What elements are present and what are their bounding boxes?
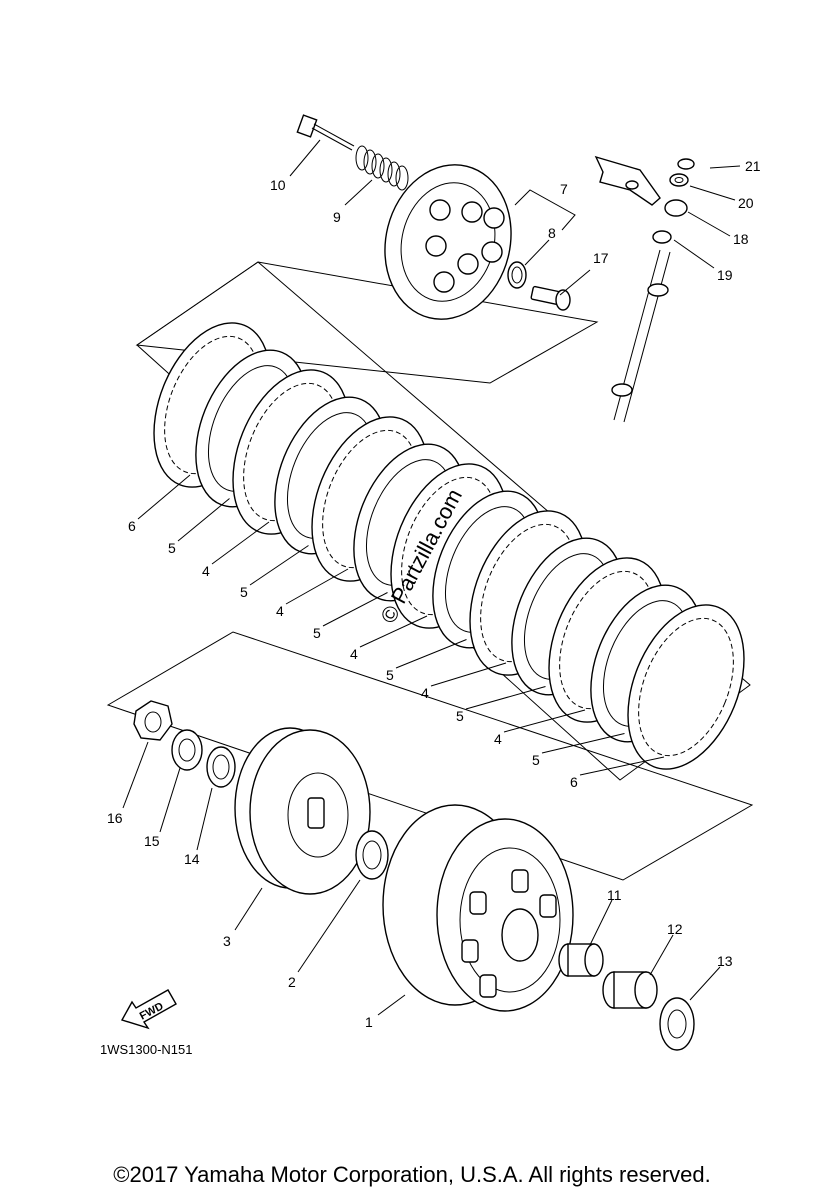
callout-11: 11 xyxy=(607,887,622,903)
callout-7: 7 xyxy=(560,181,568,197)
callout-14: 14 xyxy=(184,851,200,867)
callout-12: 12 xyxy=(667,921,683,937)
callout-21: 21 xyxy=(745,158,761,174)
plate-leader-line xyxy=(322,592,388,627)
washer-part xyxy=(669,173,689,187)
plate-leader-line xyxy=(465,686,546,710)
circlip-part xyxy=(677,158,695,170)
plate-callout-4: 4 xyxy=(276,603,284,619)
plate-leader-line xyxy=(285,568,349,605)
plate-callout-4: 4 xyxy=(421,685,429,701)
leader-lines xyxy=(122,139,741,1016)
callout-16: 16 xyxy=(107,810,123,826)
primary-driven-gear-part xyxy=(382,804,574,1012)
plate-leader-line xyxy=(430,662,507,687)
callout-13: 13 xyxy=(717,953,733,969)
plate-callout-5: 5 xyxy=(168,540,176,556)
oil-seal-part xyxy=(652,230,672,244)
nut-part xyxy=(133,700,173,741)
spacer-washer-part xyxy=(355,830,389,880)
plate-callout-5: 5 xyxy=(456,708,464,724)
callout-19: 19 xyxy=(717,267,733,283)
callout-3: 3 xyxy=(223,933,231,949)
plate-callout-4: 4 xyxy=(202,563,210,579)
plate-callout-4: 4 xyxy=(494,731,502,747)
plate-leader-line xyxy=(579,756,665,776)
bolt-part xyxy=(296,114,355,151)
fwd-arrow-icon: FWD xyxy=(120,989,177,1030)
plate-callout-6: 6 xyxy=(570,774,578,790)
clutch-boss-part xyxy=(234,727,371,895)
clutch-hub-assembly xyxy=(106,631,754,1051)
callout-18: 18 xyxy=(733,231,749,247)
thrust-washer-part xyxy=(206,746,236,788)
spring-part xyxy=(355,145,409,191)
plate-callout-4: 4 xyxy=(350,646,358,662)
clutch-plate-stack xyxy=(136,261,751,781)
plate-callout-5: 5 xyxy=(386,667,394,683)
plate-leader-line xyxy=(359,615,428,648)
bearing-part xyxy=(507,261,527,289)
push-rod-part xyxy=(530,285,571,311)
plate-callout-5: 5 xyxy=(240,584,248,600)
callout-9: 9 xyxy=(333,209,341,225)
diagram-code: 1WS1300-N151 xyxy=(100,1042,193,1057)
plate-callout-labels: 6 5 4 5 4 5 4 5 4 5 4 5 6 xyxy=(128,474,665,790)
plate-callout-5: 5 xyxy=(532,752,540,768)
callout-15: 15 xyxy=(144,833,160,849)
plate-callout-5: 5 xyxy=(313,625,321,641)
collar-part xyxy=(558,943,604,977)
copyright-notice: ©2017 Yamaha Motor Corporation, U.S.A. A… xyxy=(113,1162,711,1187)
pressure-plate-assembly xyxy=(135,114,599,384)
plate-leader-line xyxy=(541,733,625,754)
push-lever-shaft-part xyxy=(611,249,671,423)
fwd-label: FWD xyxy=(138,1000,166,1022)
plate-leader-line xyxy=(395,639,467,669)
callout-2: 2 xyxy=(288,974,296,990)
plate-leader-line xyxy=(137,474,191,520)
plate-leader-line xyxy=(249,545,309,586)
callout-1: 1 xyxy=(365,1014,373,1030)
callout-8: 8 xyxy=(548,225,556,241)
thrust-washer-13-part xyxy=(659,997,695,1051)
callout-20: 20 xyxy=(738,195,754,211)
pressure-plate-part xyxy=(384,164,512,320)
push-lever-assembly xyxy=(594,155,695,423)
callout-17: 17 xyxy=(593,250,609,266)
lock-washer-part xyxy=(171,729,203,771)
callout-labels: 10 9 7 8 17 21 20 18 19 16 15 14 3 2 1 1… xyxy=(107,158,761,1030)
needle-bearing-part xyxy=(602,971,658,1009)
plate-leader-line xyxy=(503,709,586,733)
push-lever-part xyxy=(594,155,688,217)
plate-leader-line xyxy=(177,498,230,542)
plate-leader-line xyxy=(211,521,270,565)
plate-callout-6: 6 xyxy=(128,518,136,534)
friction-plate xyxy=(627,604,745,770)
callout-10: 10 xyxy=(270,177,286,193)
